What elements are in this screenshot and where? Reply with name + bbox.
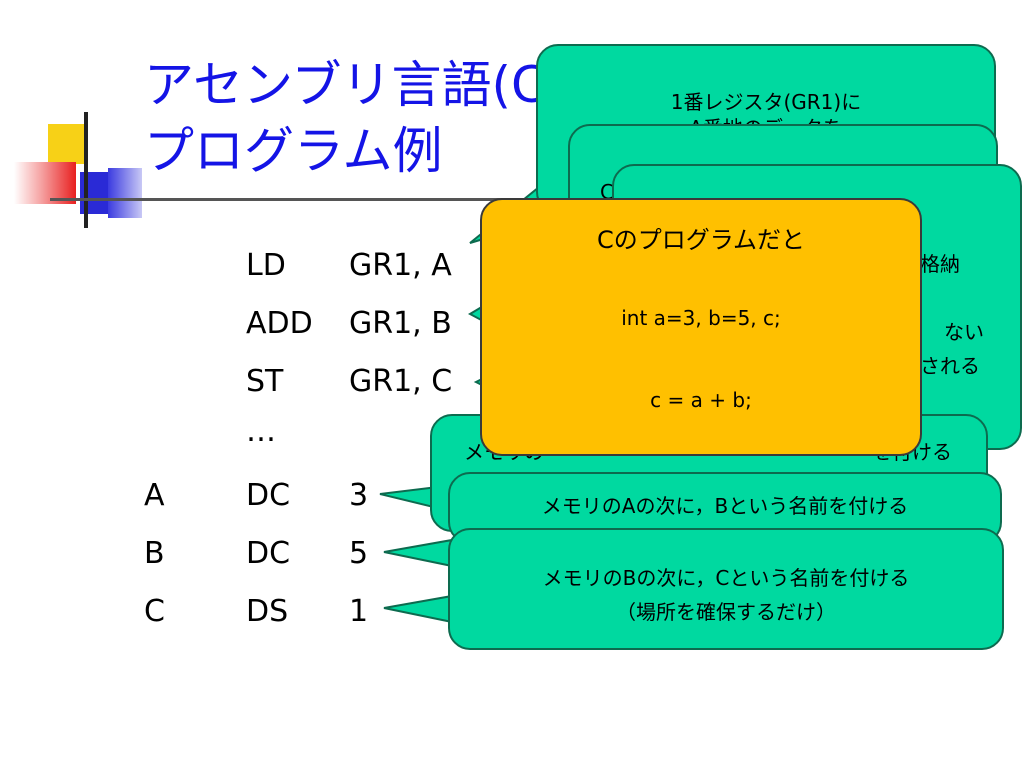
logo-vertical-line	[84, 112, 88, 228]
callout-st-fragment-1: 格納	[920, 252, 960, 276]
code-label: B	[144, 536, 165, 571]
code-arg: GR1, A	[349, 248, 452, 283]
callout-c-program-line2: c = a + b;	[650, 388, 752, 412]
slide-title-line1: アセンブリ言語(C	[144, 56, 546, 114]
callout-st-fragment-2: ない	[944, 320, 984, 344]
code-op: ST	[246, 364, 284, 399]
code-op: DC	[246, 536, 291, 571]
callout-c-program: Cのプログラムだと int a=3, b=5, c; c = a + b;	[480, 198, 922, 456]
code-op: ADD	[246, 306, 313, 341]
code-label: A	[144, 478, 165, 513]
slide-title-line2: プログラム例	[144, 122, 443, 180]
callout-st-fragment-3: される	[920, 354, 980, 378]
code-op: DC	[246, 478, 291, 513]
slide-title: アセンブリ言語(C プログラム例	[144, 52, 546, 184]
logo-square-blue-fade	[108, 168, 142, 218]
logo-square-red	[14, 162, 76, 204]
code-ellipsis: …	[246, 414, 276, 449]
code-op: LD	[246, 248, 286, 283]
callout-b-text: メモリのAの次に，Bという名前を付ける	[541, 494, 909, 518]
callout-c-program-heading: Cのプログラムだと	[596, 226, 806, 254]
code-op: DS	[246, 594, 289, 629]
logo-square-yellow	[48, 124, 88, 164]
code-arg: GR1, C	[349, 364, 453, 399]
callout-c-line2: （場所を確保するだけ）	[616, 600, 836, 624]
callout-c-program-line1: int a=3, b=5, c;	[621, 306, 781, 330]
code-arg: 1	[349, 594, 369, 629]
callout-c: メモリのBの次に，Cという名前を付ける （場所を確保するだけ）	[448, 528, 1004, 650]
code-arg: 5	[349, 536, 369, 571]
callout-tail-b	[383, 538, 453, 568]
callout-ld-text: 1番レジスタ(GR1)に	[670, 90, 862, 114]
callout-tail-c	[383, 594, 453, 624]
code-label: C	[144, 594, 165, 629]
code-arg: 3	[349, 478, 369, 513]
code-arg: GR1, B	[349, 306, 452, 341]
callout-c-line1: メモリのBの次に，Cという名前を付ける	[542, 566, 910, 590]
